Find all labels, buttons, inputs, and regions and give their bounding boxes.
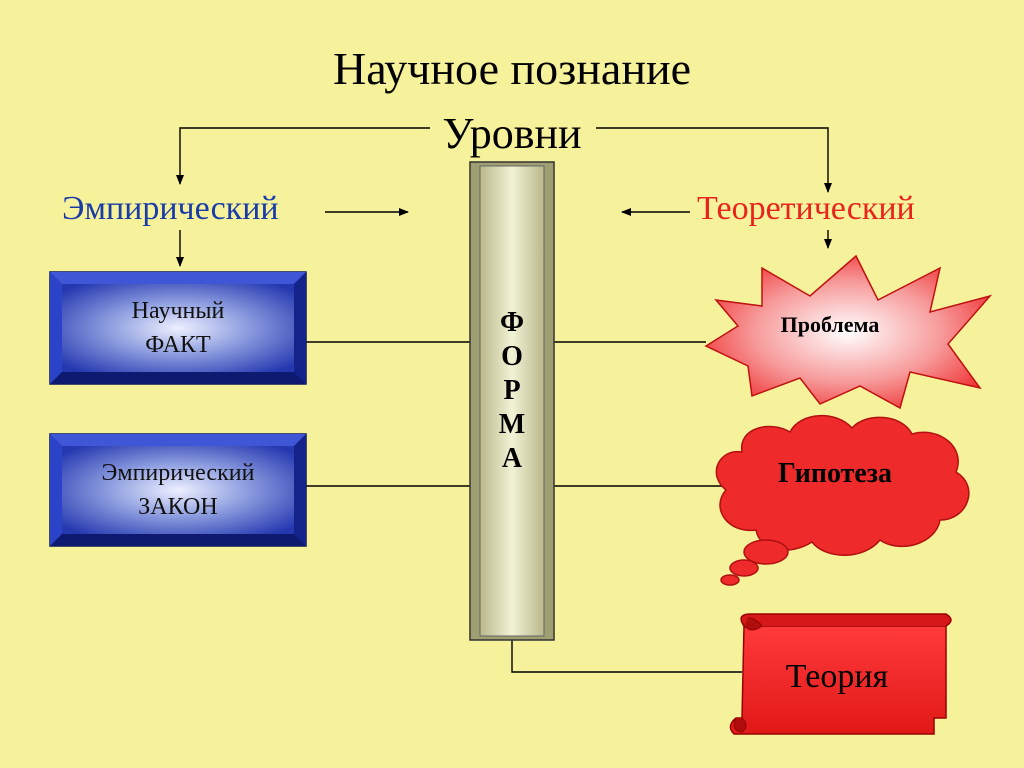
law-line2: ЗАКОН <box>138 494 218 520</box>
form-letter: А <box>501 443 523 474</box>
form-letter: Ф <box>499 307 525 338</box>
form-letter: О <box>501 341 523 372</box>
law-box-label: Эмпирический ЗАКОН <box>62 446 294 534</box>
connector-lines <box>306 341 742 673</box>
theory-label: Теория <box>785 658 889 695</box>
law-box <box>49 433 307 547</box>
levels-label: Уровни <box>442 109 582 158</box>
levels-bracket <box>176 127 832 193</box>
problem-burst <box>704 254 993 410</box>
problem-label: Проблема <box>780 312 880 337</box>
form-pillar-label: Ф О Р М А <box>487 306 537 476</box>
fact-line1: Научный <box>131 298 225 324</box>
law-line1: Эмпирический <box>101 460 255 486</box>
page-title: Научное познание <box>332 43 691 94</box>
form-pillar <box>469 161 555 641</box>
fact-line2: ФАКТ <box>145 332 211 358</box>
theory-scroll <box>729 613 952 735</box>
theoretical-level-label: Теоретический <box>697 190 915 227</box>
fact-box-label: Научный ФАКТ <box>62 284 294 372</box>
form-letter: Р <box>503 375 521 406</box>
hypothesis-cloud <box>715 415 970 586</box>
fact-box <box>49 271 307 385</box>
form-letter: М <box>498 409 526 440</box>
empirical-level-label: Эмпирический <box>62 190 279 227</box>
hypothesis-label: Гипотеза <box>777 458 893 489</box>
